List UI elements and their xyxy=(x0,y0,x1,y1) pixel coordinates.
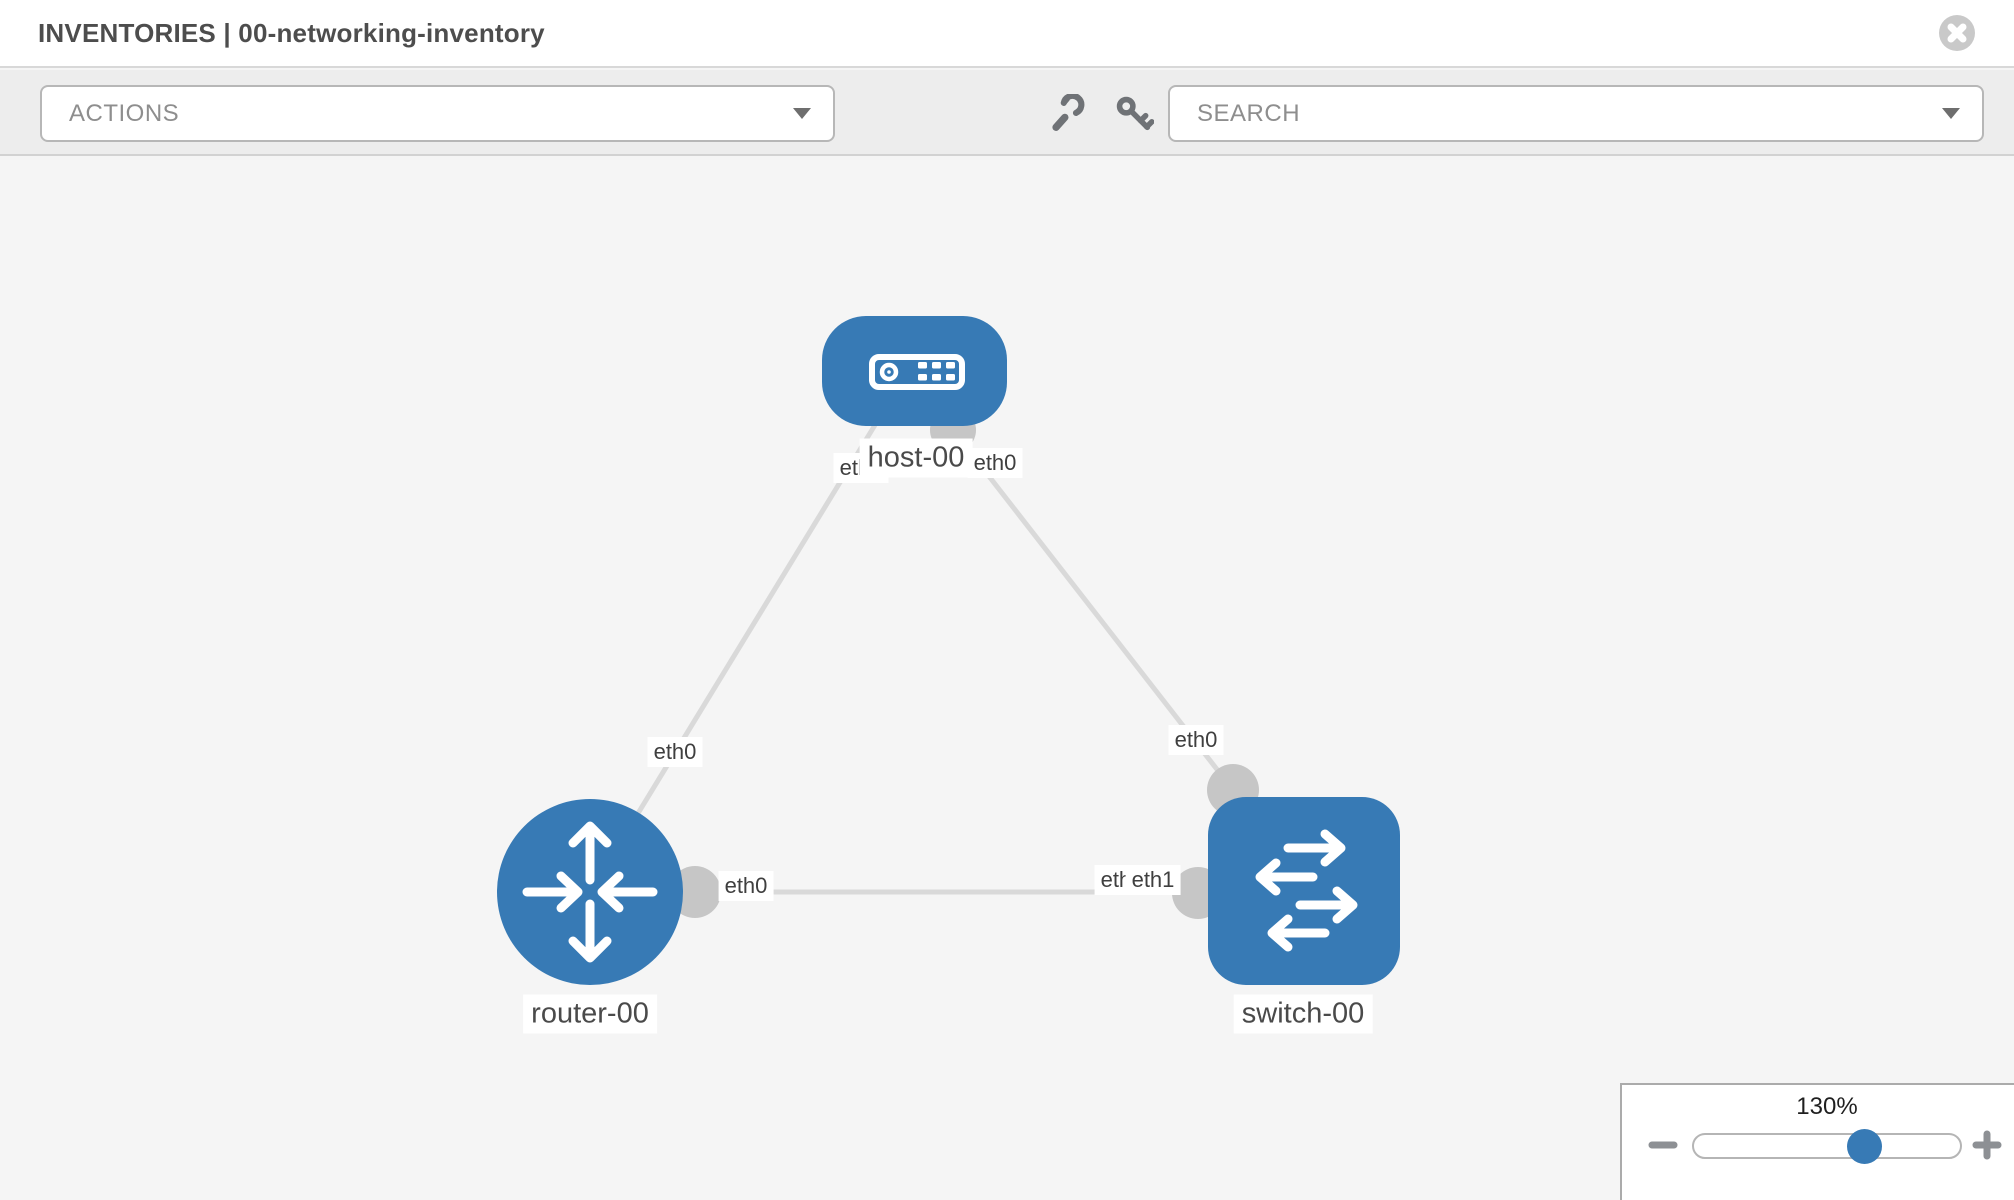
zoom-in-button[interactable] xyxy=(1970,1128,2004,1162)
node-router-00[interactable] xyxy=(497,799,683,985)
chevron-down-icon xyxy=(1942,108,1960,119)
topology-canvas[interactable] xyxy=(0,156,2014,1200)
interface-label: eth1 xyxy=(1125,865,1181,895)
page-title: INVENTORIES | 00-networking-inventory xyxy=(38,17,545,48)
zoom-slider-thumb[interactable] xyxy=(1847,1129,1882,1164)
switch-icon xyxy=(1255,829,1358,952)
interface-connectors xyxy=(669,407,1259,919)
wrench-icon xyxy=(1046,92,1086,137)
links xyxy=(587,423,1235,895)
node-switch-00[interactable] xyxy=(1208,797,1400,985)
close-button[interactable] xyxy=(1938,14,1976,52)
toolbar: ACTIONS SEARCH xyxy=(0,70,2014,156)
key-button[interactable] xyxy=(1114,94,1155,137)
x-circle-icon xyxy=(1938,15,1976,55)
interface-label: eth0 xyxy=(1168,725,1224,755)
zoom-slider-track[interactable] xyxy=(1692,1133,1962,1159)
node-host-00[interactable] xyxy=(822,316,1007,426)
interface-label: eth0 xyxy=(967,448,1023,478)
search-dropdown[interactable]: SEARCH xyxy=(1168,85,1984,142)
plus-icon xyxy=(1970,1130,2004,1165)
node-label-switch: switch-00 xyxy=(1233,994,1373,1034)
configure-button[interactable] xyxy=(1046,92,1086,137)
router-icon xyxy=(522,821,658,963)
actions-dropdown[interactable]: ACTIONS xyxy=(40,85,835,142)
key-icon xyxy=(1114,96,1155,137)
search-dropdown-label: SEARCH xyxy=(1197,99,1301,127)
interface-label: eth0 xyxy=(718,871,774,901)
chevron-down-icon xyxy=(793,108,811,119)
minus-icon xyxy=(1646,1141,1680,1165)
zoom-out-button[interactable] xyxy=(1646,1128,1680,1162)
node-label-router: router-00 xyxy=(523,994,657,1034)
interface-label: eth0 xyxy=(647,737,703,767)
zoom-level-value: 130% xyxy=(1796,1093,1858,1120)
header: INVENTORIES | 00-networking-inventory xyxy=(0,0,2014,68)
host-icon xyxy=(869,354,965,390)
node-label-host: host-00 xyxy=(859,438,973,478)
actions-dropdown-label: ACTIONS xyxy=(69,99,180,127)
zoom-panel: 130% xyxy=(1620,1083,2014,1200)
